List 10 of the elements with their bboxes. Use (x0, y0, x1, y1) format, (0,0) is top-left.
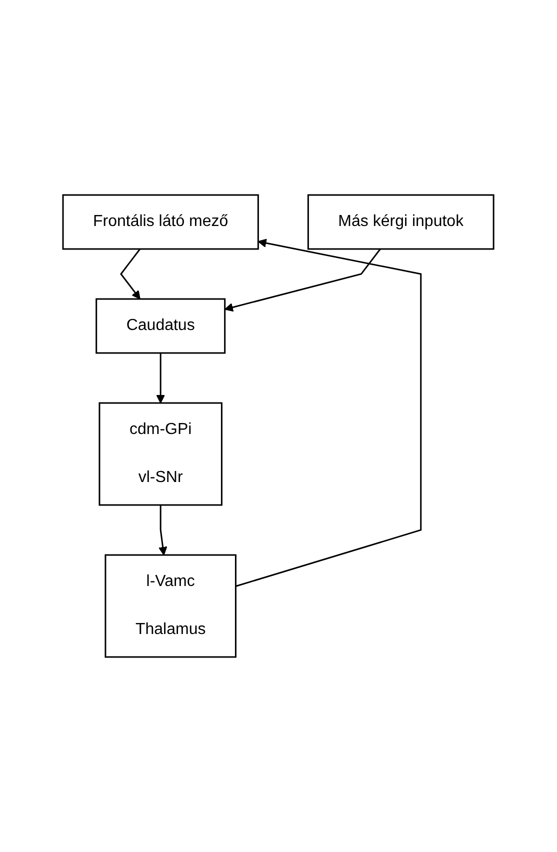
node-box: Más kérgi inputok (308, 194, 495, 250)
arrow (236, 238, 422, 587)
arrow (224, 248, 382, 312)
arrow (158, 505, 168, 556)
node-box: Frontális látó mező (62, 194, 260, 250)
node-box: cdm-GPi vl-SNr (98, 402, 223, 506)
arrow (156, 353, 166, 404)
node-box: Caudatus (96, 298, 226, 354)
node-box: l-Vamc Thalamus (104, 554, 237, 658)
arrow (120, 248, 141, 300)
